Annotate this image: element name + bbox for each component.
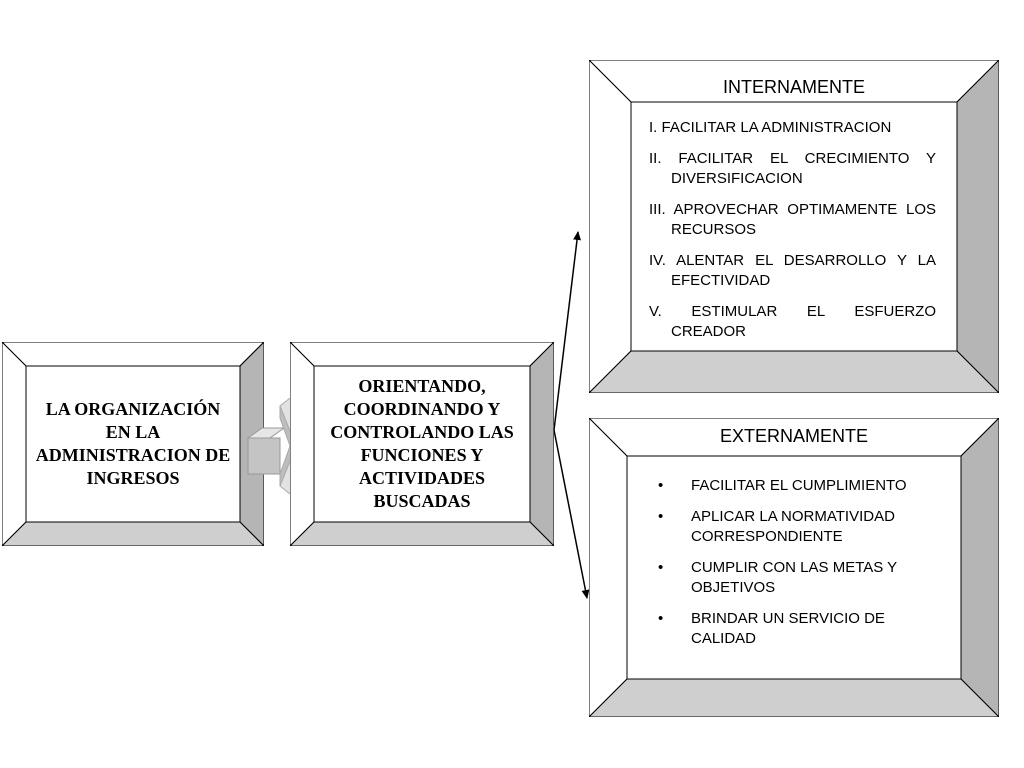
list-item-text: BRINDAR UN SERVICIO DE CALIDAD	[691, 610, 885, 647]
arrow-up	[553, 231, 582, 431]
list-item-text: CUMPLIR CON LAS METAS Y OBJETIVOS	[691, 559, 897, 596]
list-item: • CUMPLIR CON LAS METAS Y OBJETIVOS	[648, 558, 948, 598]
bullet-icon: •	[658, 610, 664, 627]
arrow-down	[553, 429, 590, 599]
list-item: III. APROVECHAR OPTIMAMENTE LOS RECURSOS	[649, 201, 936, 238]
organization-box: LA ORGANIZACIÓN EN LA ADMINISTRACION DE …	[2, 342, 264, 546]
bullet-icon: •	[658, 559, 664, 576]
list-item: II. FACILITAR EL CRECIMIENTO Y DIVERSIFI…	[649, 150, 936, 187]
external-box-title: EXTERNAMENTE	[719, 426, 869, 446]
organization-box-text: LA ORGANIZACIÓN EN LA ADMINISTRACION DE …	[35, 399, 231, 488]
list-item-text: APLICAR LA NORMATIVIDAD CORRESPONDIENTE	[691, 508, 895, 545]
list-item: I. FACILITAR LA ADMINISTRACION	[649, 119, 892, 136]
internal-box-bevel	[589, 60, 999, 393]
external-box: EXTERNAMENTE • FACILITAR EL CUMPLIMIENTO…	[589, 418, 999, 717]
process-box: ORIENTANDO, COORDINANDO Y CONTROLANDO LA…	[290, 342, 554, 546]
list-item: • APLICAR LA NORMATIVIDAD CORRESPONDIENT…	[648, 507, 948, 547]
branch-arrows	[553, 231, 590, 599]
internal-box: INTERNAMENTE I. FACILITAR LA ADMINISTRAC…	[589, 60, 999, 393]
list-item: V. ESTIMULAR EL ESFUERZO CREADOR	[649, 303, 936, 340]
list-item: • FACILITAR EL CUMPLIMIENTO	[648, 476, 948, 496]
list-item: IV. ALENTAR EL DESARROLLO Y LA EFECTIVID…	[649, 252, 936, 289]
external-list: • FACILITAR EL CUMPLIMIENTO • APLICAR LA…	[648, 476, 948, 660]
external-box-bevel	[589, 418, 999, 717]
internal-list: I. FACILITAR LA ADMINISTRACION II. FACIL…	[649, 118, 936, 353]
internal-box-title: INTERNAMENTE	[722, 77, 865, 97]
bullet-icon: •	[658, 477, 664, 494]
left-box-bevel	[2, 342, 264, 546]
list-item-text: FACILITAR EL CUMPLIMIENTO	[691, 477, 907, 494]
bullet-icon: •	[658, 508, 664, 525]
process-box-text: ORIENTANDO, COORDINANDO Y CONTROLANDO LA…	[330, 376, 514, 511]
list-item: • BRINDAR UN SERVICIO DE CALIDAD	[648, 609, 948, 649]
middle-box-bevel	[290, 342, 554, 546]
